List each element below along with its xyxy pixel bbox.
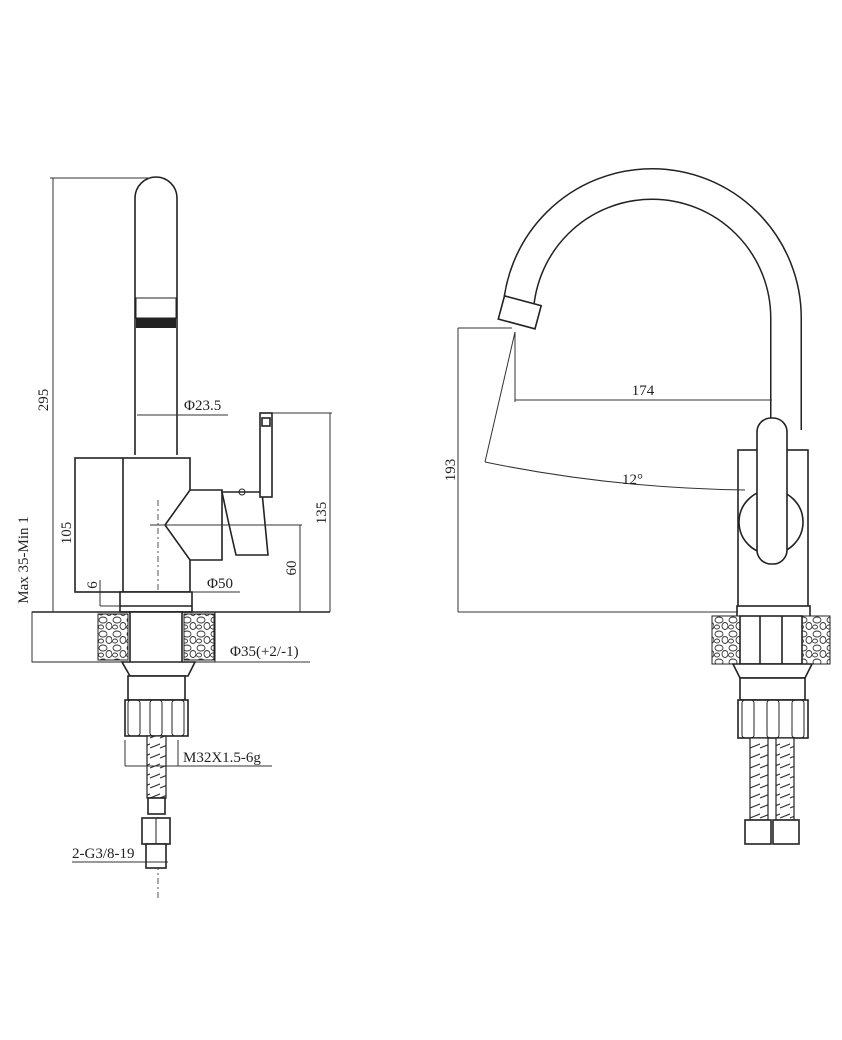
- handle-lever: [259, 412, 273, 498]
- dim-total-height: 295: [36, 389, 52, 412]
- dim-spout-diameter: Φ23.5: [184, 398, 221, 414]
- mounting-nut: [124, 699, 189, 737]
- dim-hose-connection: 2-G3/8-19: [72, 846, 135, 862]
- supply-hose-left: [749, 737, 769, 821]
- aerator: [497, 294, 543, 330]
- dim-handle-axis: 60: [284, 561, 300, 576]
- dim-handle-height: 135: [314, 502, 330, 525]
- dim-reach: 174: [632, 383, 655, 399]
- base-ring: [119, 591, 193, 613]
- dimension-lines: [457, 327, 772, 613]
- dim-swivel-angle: 12°: [622, 472, 643, 488]
- dim-hole-diameter: Φ35(+2/-1): [230, 644, 299, 660]
- front-view: 174 193 12°: [443, 168, 831, 845]
- dim-body-height: 105: [59, 522, 75, 545]
- supply-hose-right: [775, 737, 795, 821]
- dim-gasket: 6: [85, 581, 101, 589]
- dimension-lines: [31, 177, 332, 863]
- dim-spout-height: 193: [443, 459, 459, 482]
- aerator-band: [136, 318, 176, 328]
- side-view: 295 Φ23.5 135 105 Max 35-Min 1 6 Φ50 60 …: [16, 176, 332, 900]
- dim-base-diameter: Φ50: [207, 576, 233, 592]
- handle-lever: [756, 417, 788, 565]
- dim-counter-thickness: Max 35-Min 1: [16, 516, 32, 604]
- supply-hose: [146, 735, 167, 799]
- dim-thread: M32X1.5-6g: [183, 750, 261, 766]
- mounting-nut: [737, 699, 809, 739]
